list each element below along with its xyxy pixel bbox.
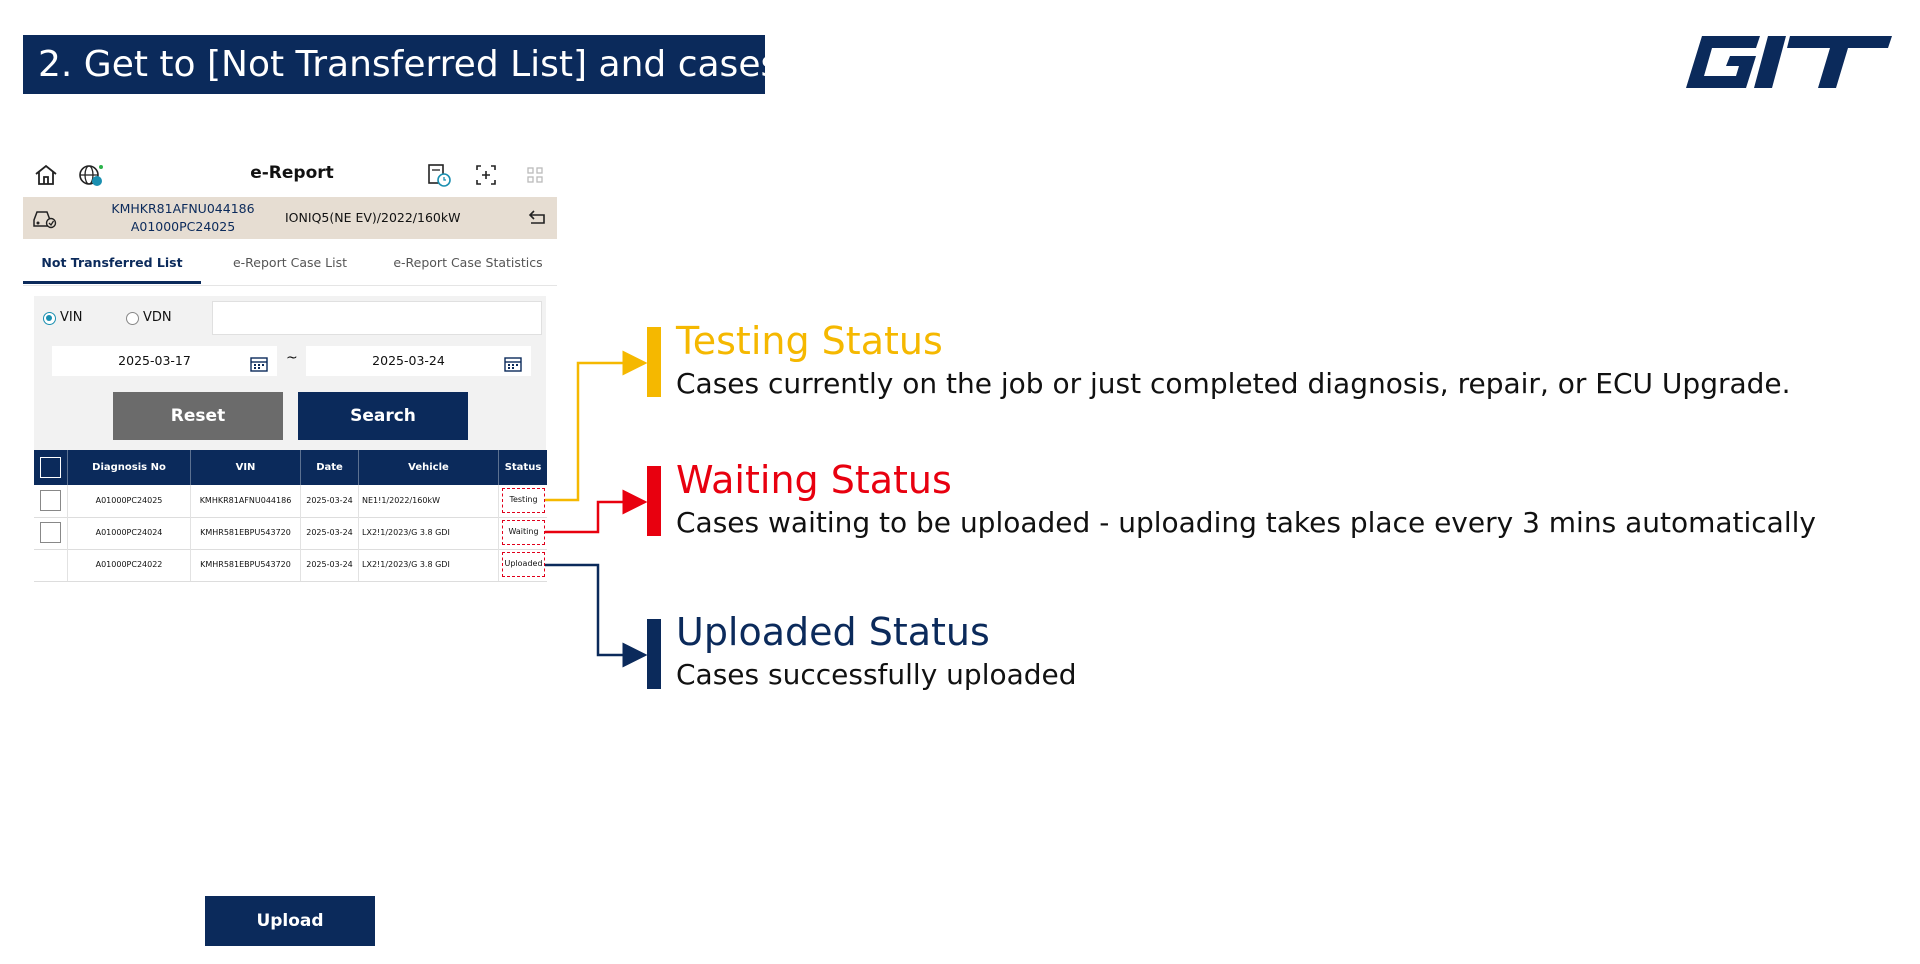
calendar-icon[interactable] xyxy=(250,353,268,372)
vehicle-ids: KMHKR81AFNU044186 A01000PC24025 xyxy=(103,200,263,236)
scan-add-icon[interactable] xyxy=(472,161,500,189)
cell-diagnosis-no: A01000PC24025 xyxy=(68,485,191,517)
cell-vehicle: NE1!1/2022/160kW xyxy=(359,485,499,517)
cell-date: 2025-03-24 xyxy=(301,485,359,517)
status-badge-testing: Testing xyxy=(502,488,545,513)
testing-status-title: Testing Status xyxy=(676,319,943,363)
git-logo xyxy=(1682,34,1894,90)
filter-panel: VIN VDN 2025-03-17 ~ 2025-03-24 Reset Se… xyxy=(34,296,546,450)
date-from-field[interactable]: 2025-03-17 xyxy=(52,346,277,376)
testing-connector xyxy=(545,350,648,502)
waiting-connector xyxy=(545,489,648,534)
app-toolbar: e-Report xyxy=(22,155,557,195)
select-all-checkbox[interactable] xyxy=(40,457,61,478)
home-icon[interactable] xyxy=(32,161,60,189)
testing-marker-bar xyxy=(647,327,661,397)
date-to-field[interactable]: 2025-03-24 xyxy=(306,346,531,376)
status-badge-uploaded: Uploaded xyxy=(502,552,545,577)
cell-vin: KMHR581EBPU543720 xyxy=(191,517,301,549)
cell-vehicle: LX2!1/2023/G 3.8 GDI xyxy=(359,549,499,581)
slide-title: 2. Get to [Not Transferred List] and cas… xyxy=(23,35,779,94)
grid-menu-icon[interactable] xyxy=(521,161,549,189)
uploaded-connector xyxy=(545,563,648,668)
vin-radio[interactable] xyxy=(43,312,56,325)
vehicle-diagnosis-no: A01000PC24025 xyxy=(130,219,236,234)
date-to-value: 2025-03-24 xyxy=(372,353,445,368)
testing-status-desc: Cases currently on the job or just compl… xyxy=(676,367,1791,400)
cell-diagnosis-no: A01000PC24022 xyxy=(68,549,191,581)
cell-vehicle: LX2!1/2023/G 3.8 GDI xyxy=(359,517,499,549)
app-title: e-Report xyxy=(250,163,334,183)
column-header-date[interactable]: Date xyxy=(301,450,359,485)
vdn-radio-label: VDN xyxy=(143,310,172,325)
column-header-diagnosis-no[interactable]: Diagnosis No xyxy=(68,450,191,485)
vehicle-model: IONIQ5(NE EV)/2022/160kW xyxy=(285,210,461,225)
date-from-value: 2025-03-17 xyxy=(118,353,191,368)
vehicle-info-bar: KMHKR81AFNU044186 A01000PC24025 IONIQ5(N… xyxy=(23,197,557,239)
cell-date: 2025-03-24 xyxy=(301,549,359,581)
row-checkbox[interactable] xyxy=(40,490,61,511)
waiting-marker-bar xyxy=(647,466,661,536)
table-row[interactable]: A01000PC24022 KMHR581EBPU543720 2025-03-… xyxy=(34,549,547,582)
calendar-icon[interactable] xyxy=(504,353,522,372)
active-tab-indicator xyxy=(23,281,201,284)
vehicle-icon xyxy=(31,206,57,230)
cell-diagnosis-no: A01000PC24024 xyxy=(68,517,191,549)
table-header: Diagnosis No VIN Date Vehicle Status xyxy=(34,450,547,485)
report-clock-icon[interactable] xyxy=(425,161,453,189)
tab-e-report-case-statistics[interactable]: e-Report Case Statistics xyxy=(393,255,543,270)
row-select-cell xyxy=(34,517,68,549)
globe-icon[interactable] xyxy=(77,161,105,189)
vdn-radio[interactable] xyxy=(126,312,139,325)
uploaded-status-desc: Cases successfully uploaded xyxy=(676,658,1077,691)
date-range-separator: ~ xyxy=(286,350,298,366)
row-checkbox[interactable] xyxy=(40,522,61,543)
tab-bar: Not Transferred List e-Report Case List … xyxy=(23,245,557,286)
vin-radio-label: VIN xyxy=(60,310,83,325)
upload-button[interactable]: Upload xyxy=(205,896,375,946)
search-input[interactable] xyxy=(212,301,542,335)
column-header-status[interactable]: Status xyxy=(504,462,542,473)
row-select-cell xyxy=(34,549,68,581)
return-icon[interactable] xyxy=(525,207,549,229)
vehicle-vin: KMHKR81AFNU044186 xyxy=(111,201,255,216)
cell-date: 2025-03-24 xyxy=(301,517,359,549)
column-header-vehicle[interactable]: Vehicle xyxy=(359,450,499,485)
table-row[interactable]: A01000PC24025 KMHKR81AFNU044186 2025-03-… xyxy=(34,485,547,518)
tab-not-transferred-list[interactable]: Not Transferred List xyxy=(41,255,183,270)
reset-button[interactable]: Reset xyxy=(113,392,283,440)
column-header-vin[interactable]: VIN xyxy=(191,450,301,485)
uploaded-marker-bar xyxy=(647,619,661,689)
waiting-status-title: Waiting Status xyxy=(676,458,952,502)
status-badge-waiting: Waiting xyxy=(502,520,545,545)
waiting-status-desc: Cases waiting to be uploaded - uploading… xyxy=(676,506,1816,539)
search-button[interactable]: Search xyxy=(298,392,468,440)
table-row[interactable]: A01000PC24024 KMHR581EBPU543720 2025-03-… xyxy=(34,517,547,550)
cell-vin: KMHKR81AFNU044186 xyxy=(191,485,301,517)
select-all-cell xyxy=(34,450,68,485)
uploaded-status-title: Uploaded Status xyxy=(676,610,990,654)
tab-e-report-case-list[interactable]: e-Report Case List xyxy=(232,255,348,270)
cell-vin: KMHR581EBPU543720 xyxy=(191,549,301,581)
row-select-cell xyxy=(34,485,68,517)
